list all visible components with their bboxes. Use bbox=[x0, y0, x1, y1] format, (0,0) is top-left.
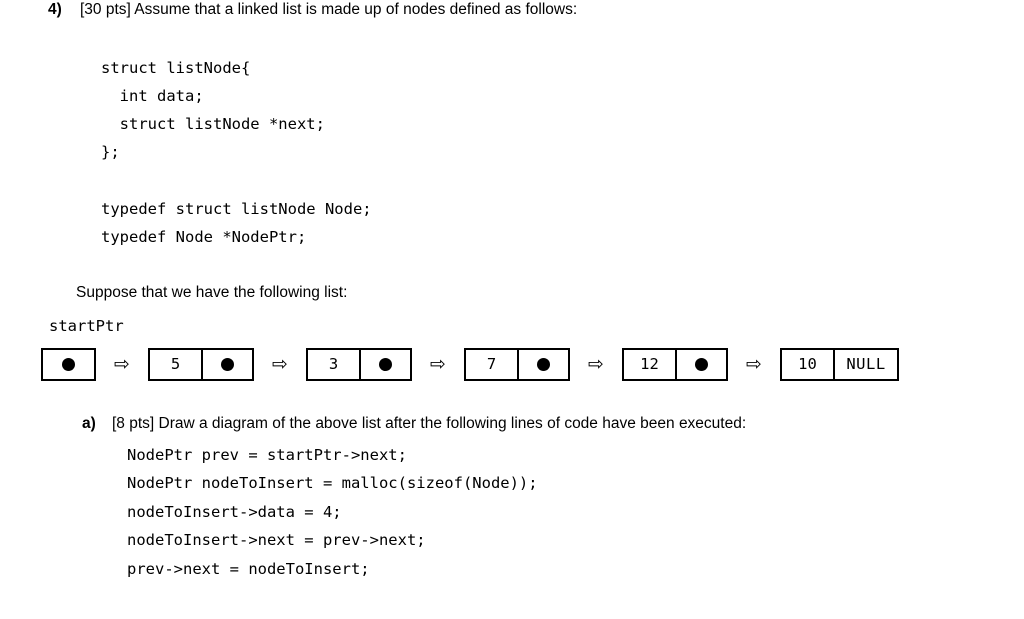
list-node-3: 12 bbox=[622, 347, 728, 381]
pointer-dot-icon bbox=[62, 357, 75, 371]
part-a-heading: a) [8 pts] Draw a diagram of the above li… bbox=[82, 414, 746, 434]
arrow-icon-1: ⇨ bbox=[272, 352, 288, 375]
arrow-icon-2: ⇨ bbox=[430, 352, 446, 375]
start-pointer-box bbox=[41, 347, 96, 381]
arrow-icon-4: ⇨ bbox=[746, 352, 762, 375]
part-a-text: [8 pts] Draw a diagram of the above list… bbox=[112, 415, 747, 432]
list-node-0: 5 bbox=[148, 347, 254, 381]
start-pointer-label: startPtr bbox=[49, 317, 124, 335]
pointer-dot-icon bbox=[695, 357, 708, 371]
list-node-1: 3 bbox=[306, 347, 412, 381]
pointer-dot-icon bbox=[379, 357, 392, 371]
linked-list-diagram: ⇨ 5 ⇨ 3 ⇨ 7 ⇨ 12 ⇨ 10 NULL bbox=[41, 345, 899, 383]
node-data-3: 12 bbox=[640, 355, 659, 373]
node-next-0 bbox=[201, 349, 252, 379]
list-node-2: 7 bbox=[464, 347, 570, 381]
node-data-4: 10 bbox=[798, 355, 817, 373]
node-next-1 bbox=[359, 349, 410, 379]
part-a-code: NodePtr prev = startPtr->next; NodePtr n… bbox=[127, 446, 538, 578]
question-text: [30 pts] Assume that a linked list is ma… bbox=[80, 1, 578, 18]
part-a-letter: a) bbox=[82, 415, 96, 432]
list-node-4: 10 NULL bbox=[780, 347, 899, 381]
typedef-code: typedef struct listNode Node; typedef No… bbox=[101, 200, 372, 246]
node-next-2 bbox=[517, 349, 568, 379]
start-pointer-cell bbox=[43, 350, 94, 379]
arrow-icon-0: ⇨ bbox=[114, 352, 130, 375]
arrow-icon-3: ⇨ bbox=[588, 352, 604, 375]
node-data-1: 3 bbox=[328, 355, 339, 373]
node-data-0: 5 bbox=[170, 355, 181, 373]
node-data-2: 7 bbox=[486, 355, 497, 373]
pointer-dot-icon bbox=[221, 357, 234, 371]
node-next-3 bbox=[675, 349, 726, 379]
node-next-null: NULL bbox=[833, 349, 897, 379]
suppose-text: Suppose that we have the following list: bbox=[76, 284, 348, 301]
question-number: 4) bbox=[48, 1, 62, 18]
question-heading: 4) [30 pts] Assume that a linked list is … bbox=[48, 0, 577, 20]
struct-definition-code: struct listNode{ int data; struct listNo… bbox=[101, 59, 325, 161]
pointer-dot-icon bbox=[537, 357, 550, 371]
